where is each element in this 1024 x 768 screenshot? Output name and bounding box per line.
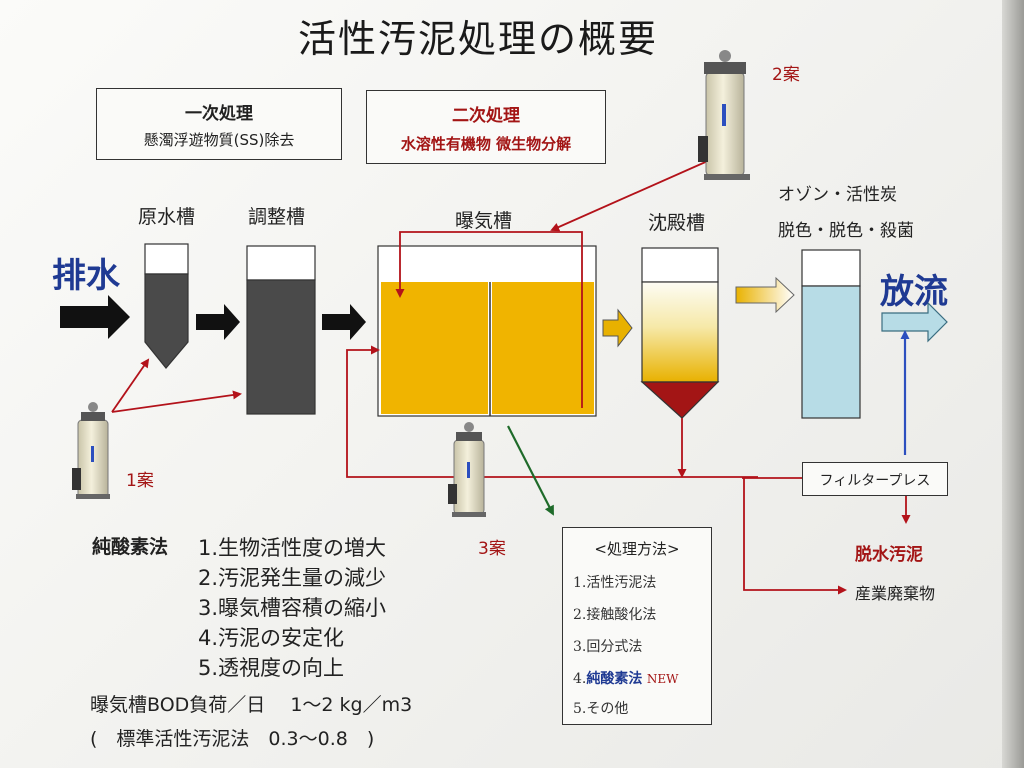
flow-arrow-3: [602, 308, 633, 348]
aeration-tank-label: 曝気槽: [455, 210, 513, 232]
aeration-tank: [377, 245, 597, 417]
ozone-carbon-tank: [801, 249, 861, 419]
plan-3-label: 3案: [478, 539, 506, 559]
methods-pointer-line: [507, 425, 554, 516]
raw-water-tank: [144, 243, 189, 369]
benefit-item-2: 2.汚泥発生量の減少: [198, 566, 387, 590]
method-item-4-number: 4.: [573, 671, 587, 687]
method-item-4-name: 純酸素法: [586, 671, 643, 687]
poster-edge: [1002, 0, 1024, 768]
plan-1-label: 1案: [126, 471, 154, 491]
filter-press-label: フィルタープレス: [819, 473, 931, 489]
settling-tank-label: 沈殿槽: [648, 212, 706, 234]
method-item-3: 3.回分式法: [573, 639, 643, 655]
flow-arrow-1: [196, 304, 240, 340]
primary-heading: 一次処理: [185, 104, 253, 124]
secondary-treatment-box: 二次処理 水溶性有機物 微生物分解: [366, 90, 606, 164]
method-item-4: 4.純酸素法 NEW: [573, 668, 678, 688]
adjustment-tank-label: 調整槽: [248, 206, 306, 228]
benefit-item-3: 3.曝気槽容積の縮小: [198, 596, 387, 620]
filter-press-box: フィルタープレス: [802, 462, 948, 496]
benefit-item-4: 4.汚泥の安定化: [198, 626, 345, 650]
outflow-label: 放流: [880, 272, 948, 312]
secondary-heading: 二次処理: [452, 106, 520, 126]
methods-box: <処理方法> 1.活性汚泥法 2.接触酸化法 3.回分式法 4.純酸素法 NEW…: [562, 527, 712, 725]
method-item-5: 5.その他: [573, 701, 629, 717]
oxygen-lines: [111, 159, 911, 595]
inflow-label: 排水: [52, 256, 120, 296]
plan-2-label: 2案: [772, 65, 800, 85]
settling-tank: [640, 247, 720, 419]
secondary-desc: 水溶性有機物 微生物分解: [400, 135, 572, 153]
ozone-label-1: オゾン・活性炭: [778, 185, 897, 205]
primary-desc: 懸濁浮遊物質(SS)除去: [143, 131, 295, 149]
adjustment-tank: [246, 245, 316, 415]
method-item-1: 1.活性汚泥法: [573, 575, 657, 591]
dewatered-sludge-label: 脱水汚泥: [855, 545, 923, 565]
flow-arrow-4: [735, 276, 795, 314]
primary-treatment-box: 一次処理 懸濁浮遊物質(SS)除去: [96, 88, 342, 160]
new-badge: NEW: [646, 672, 679, 686]
method-item-2: 2.接触酸化法: [573, 607, 657, 623]
methods-title: <処理方法>: [594, 540, 680, 558]
flow-arrow-2: [322, 304, 366, 340]
ozone-label-2: 脱色・脱色・殺菌: [778, 221, 914, 241]
inflow-arrow: [60, 295, 130, 339]
raw-water-tank-label: 原水槽: [138, 206, 196, 228]
benefit-item-5: 5.透視度の向上: [198, 656, 345, 680]
outflow-arrow: [881, 301, 948, 343]
benefit-item-1: 1.生物活性度の増大: [198, 536, 387, 560]
industrial-waste-label: 産業廃棄物: [855, 584, 936, 603]
pure-oxygen-title: 純酸素法: [92, 536, 169, 558]
bod-load-line: 曝気槽BOD負荷／日 1～2 kg／m3: [90, 694, 413, 716]
bod-standard-line: ( 標準活性汚泥法 0.3～0.8 ): [90, 728, 375, 750]
oxygen-generator-2-icon: [698, 50, 750, 180]
oxygen-generator-3-icon: [448, 422, 486, 517]
page-title: 活性汚泥処理の概要: [298, 17, 659, 61]
oxygen-generator-1-icon: [72, 402, 110, 499]
